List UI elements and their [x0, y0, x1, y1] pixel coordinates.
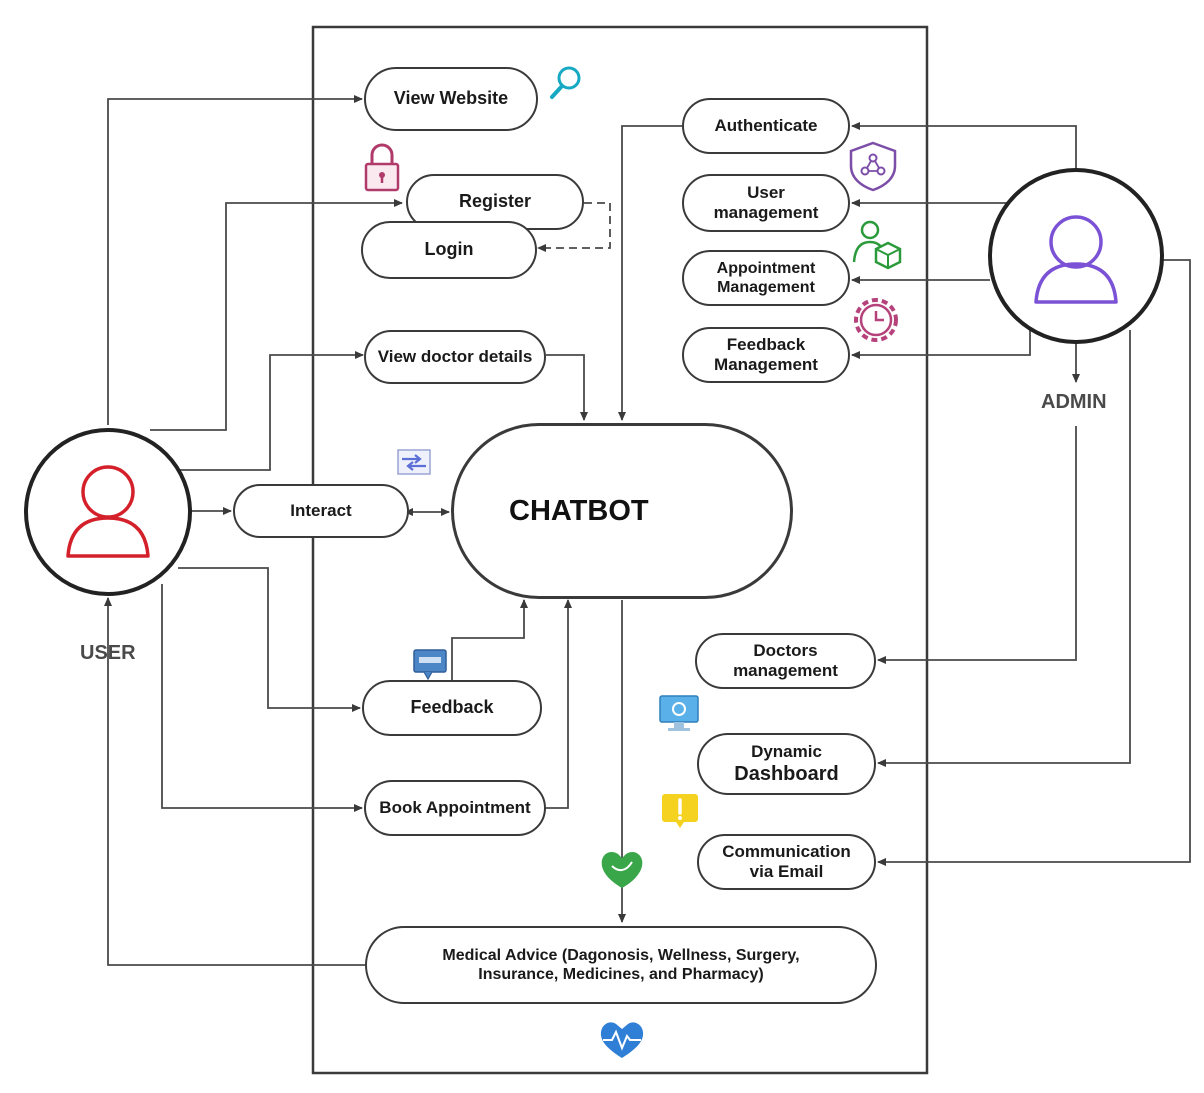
feedback-usecase[interactable]: Feedback: [362, 680, 542, 736]
user-actor: [24, 428, 192, 596]
edge-admin-authenticate: [851, 122, 1077, 172]
edge-user-register: [150, 199, 403, 431]
monitor-icon: [659, 695, 699, 731]
leaf-heart-icon: [601, 852, 643, 888]
edge-doctor-chatbot: [546, 354, 588, 421]
edge-authenticate-chatbot: [618, 125, 682, 421]
login-usecase[interactable]: Login: [361, 221, 537, 279]
gear-clock-icon: [854, 298, 898, 342]
admin-actor-label: ADMIN: [1041, 391, 1107, 413]
edge-user-feedback: [178, 567, 361, 712]
edge-admin-feedback-mgmt: [851, 330, 1031, 359]
dynamic-dashboard-usecase[interactable]: Dynamic Dashboard: [697, 733, 876, 795]
edge-admin-dashboard: [877, 330, 1131, 767]
feedback-card-icon: [413, 649, 447, 681]
authenticate-usecase[interactable]: Authenticate: [682, 98, 850, 154]
admin-actor: [988, 168, 1164, 344]
medical-advice-usecase[interactable]: Medical Advice (Dagonosis, Wellness, Sur…: [365, 926, 877, 1004]
edge-user-view-doctor: [178, 351, 364, 471]
book-appointment-usecase[interactable]: Book Appointment: [364, 780, 546, 836]
feedback-management-usecase[interactable]: Feedback Management: [682, 327, 850, 383]
system-boundary: [311, 25, 929, 1075]
alert-icon: [662, 794, 698, 828]
user-cube-icon: [852, 220, 902, 270]
user-actor-label: USER: [80, 642, 136, 664]
edge-feedback-chatbot: [451, 599, 528, 680]
chatbot-node: CHATBOT: [451, 423, 793, 599]
lock-icon: [364, 143, 400, 192]
heartbeat-icon: [600, 1022, 644, 1058]
edge-user-book: [161, 584, 363, 812]
exchange-icon: [397, 449, 431, 475]
view-doctor-details-usecase[interactable]: View doctor details: [364, 330, 546, 384]
interact-usecase[interactable]: Interact: [233, 484, 409, 538]
search-icon: [550, 66, 581, 99]
edge-register-login: [537, 202, 611, 252]
edge-book-chatbot: [546, 599, 572, 809]
appointment-management-usecase[interactable]: Appointment Management: [682, 250, 850, 306]
user-management-usecase[interactable]: User management: [682, 174, 850, 232]
communication-via-email-usecase[interactable]: Communication via Email: [697, 834, 876, 890]
view-website-usecase[interactable]: View Website: [364, 67, 538, 131]
edge-advice-user: [104, 597, 365, 966]
doctors-management-usecase[interactable]: Doctors management: [695, 633, 876, 689]
edge-user-view-website: [107, 95, 363, 425]
chatbot-title: CHATBOT: [509, 494, 649, 527]
edge-admin-email: [877, 259, 1191, 866]
edge-admin-doctors: [877, 426, 1077, 664]
shield-network-icon: [849, 141, 897, 192]
